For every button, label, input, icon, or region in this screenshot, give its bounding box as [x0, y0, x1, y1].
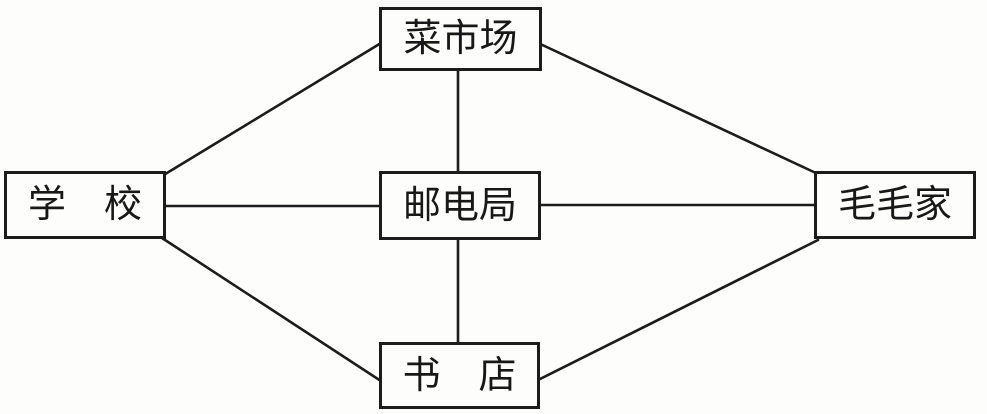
node-market-label: 菜市场 [403, 18, 518, 60]
node-school: 学 校 [4, 171, 166, 239]
node-maomao-home-label: 毛毛家 [837, 184, 952, 226]
node-market: 菜市场 [379, 7, 542, 71]
node-post-office-label: 邮电局 [402, 184, 517, 227]
node-bookstore-label: 书 店 [402, 354, 517, 397]
node-school-label: 学 校 [27, 184, 142, 226]
node-post-office: 邮电局 [379, 171, 541, 240]
node-bookstore: 书 店 [379, 342, 540, 409]
edge-school-market [160, 38, 388, 178]
edge-school-bookstore [160, 236, 386, 385]
node-maomao-home: 毛毛家 [814, 171, 976, 239]
edge-bookstore-maomao [534, 238, 820, 383]
edge-market-maomao [534, 40, 820, 176]
